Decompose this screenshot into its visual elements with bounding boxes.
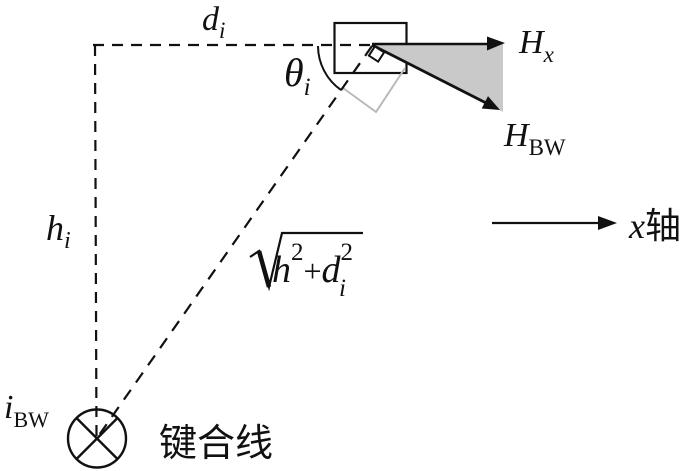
height-dashed-line xyxy=(93,44,98,439)
right-angle-square xyxy=(367,45,386,63)
hbw-label: HBW xyxy=(503,117,566,160)
ibw-label: iBW xyxy=(4,389,49,432)
hx-arrow xyxy=(372,36,505,51)
x-axis-arrow xyxy=(492,216,617,230)
hbw-arrow xyxy=(371,43,500,110)
x-axis-label: x轴 xyxy=(628,206,681,246)
hx-label: Hx xyxy=(518,24,555,67)
radical-sign xyxy=(249,231,363,292)
hbw-arrowhead xyxy=(481,96,500,110)
hi-label: hi xyxy=(46,208,71,254)
theta-label: θi xyxy=(284,50,311,101)
bondwire-dashed-line xyxy=(96,45,373,439)
x-axis-arrowhead xyxy=(598,216,617,230)
hx-arrowhead xyxy=(487,36,505,51)
bond-wire-label: 键合线 xyxy=(159,423,273,465)
theta-arc xyxy=(317,45,342,91)
current-cross-icon xyxy=(75,417,119,460)
di-label: di xyxy=(202,1,225,43)
perp-marker xyxy=(342,67,406,114)
